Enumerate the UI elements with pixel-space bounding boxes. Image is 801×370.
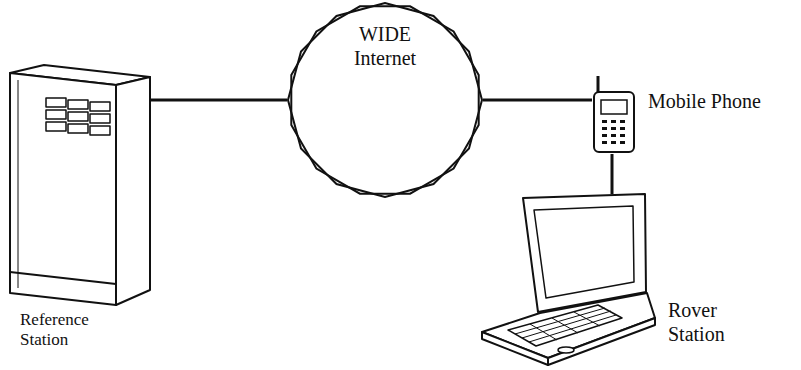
link-stroke xyxy=(151,99,287,102)
link-line xyxy=(483,100,592,101)
node-label: Rover Station xyxy=(668,298,753,346)
node-label: Reference Station xyxy=(20,310,115,351)
link-stroke xyxy=(483,99,592,102)
mobile-phone-node: Mobile Phone xyxy=(592,76,782,154)
server-tower xyxy=(10,65,150,305)
link-line xyxy=(612,154,613,194)
polygon-ring xyxy=(291,6,478,193)
polygon-ring xyxy=(288,3,482,197)
internet-cloud: WIDE Internet xyxy=(287,2,483,198)
node-label: Mobile Phone xyxy=(648,89,761,113)
reference-station: Reference Station xyxy=(8,65,151,363)
link-line xyxy=(151,100,287,101)
mobile-phone xyxy=(594,76,634,152)
rover-station: Rover Station xyxy=(478,194,758,365)
node-label: WIDE Internet xyxy=(330,22,440,70)
laptop xyxy=(482,194,655,365)
link-stroke xyxy=(611,154,614,194)
